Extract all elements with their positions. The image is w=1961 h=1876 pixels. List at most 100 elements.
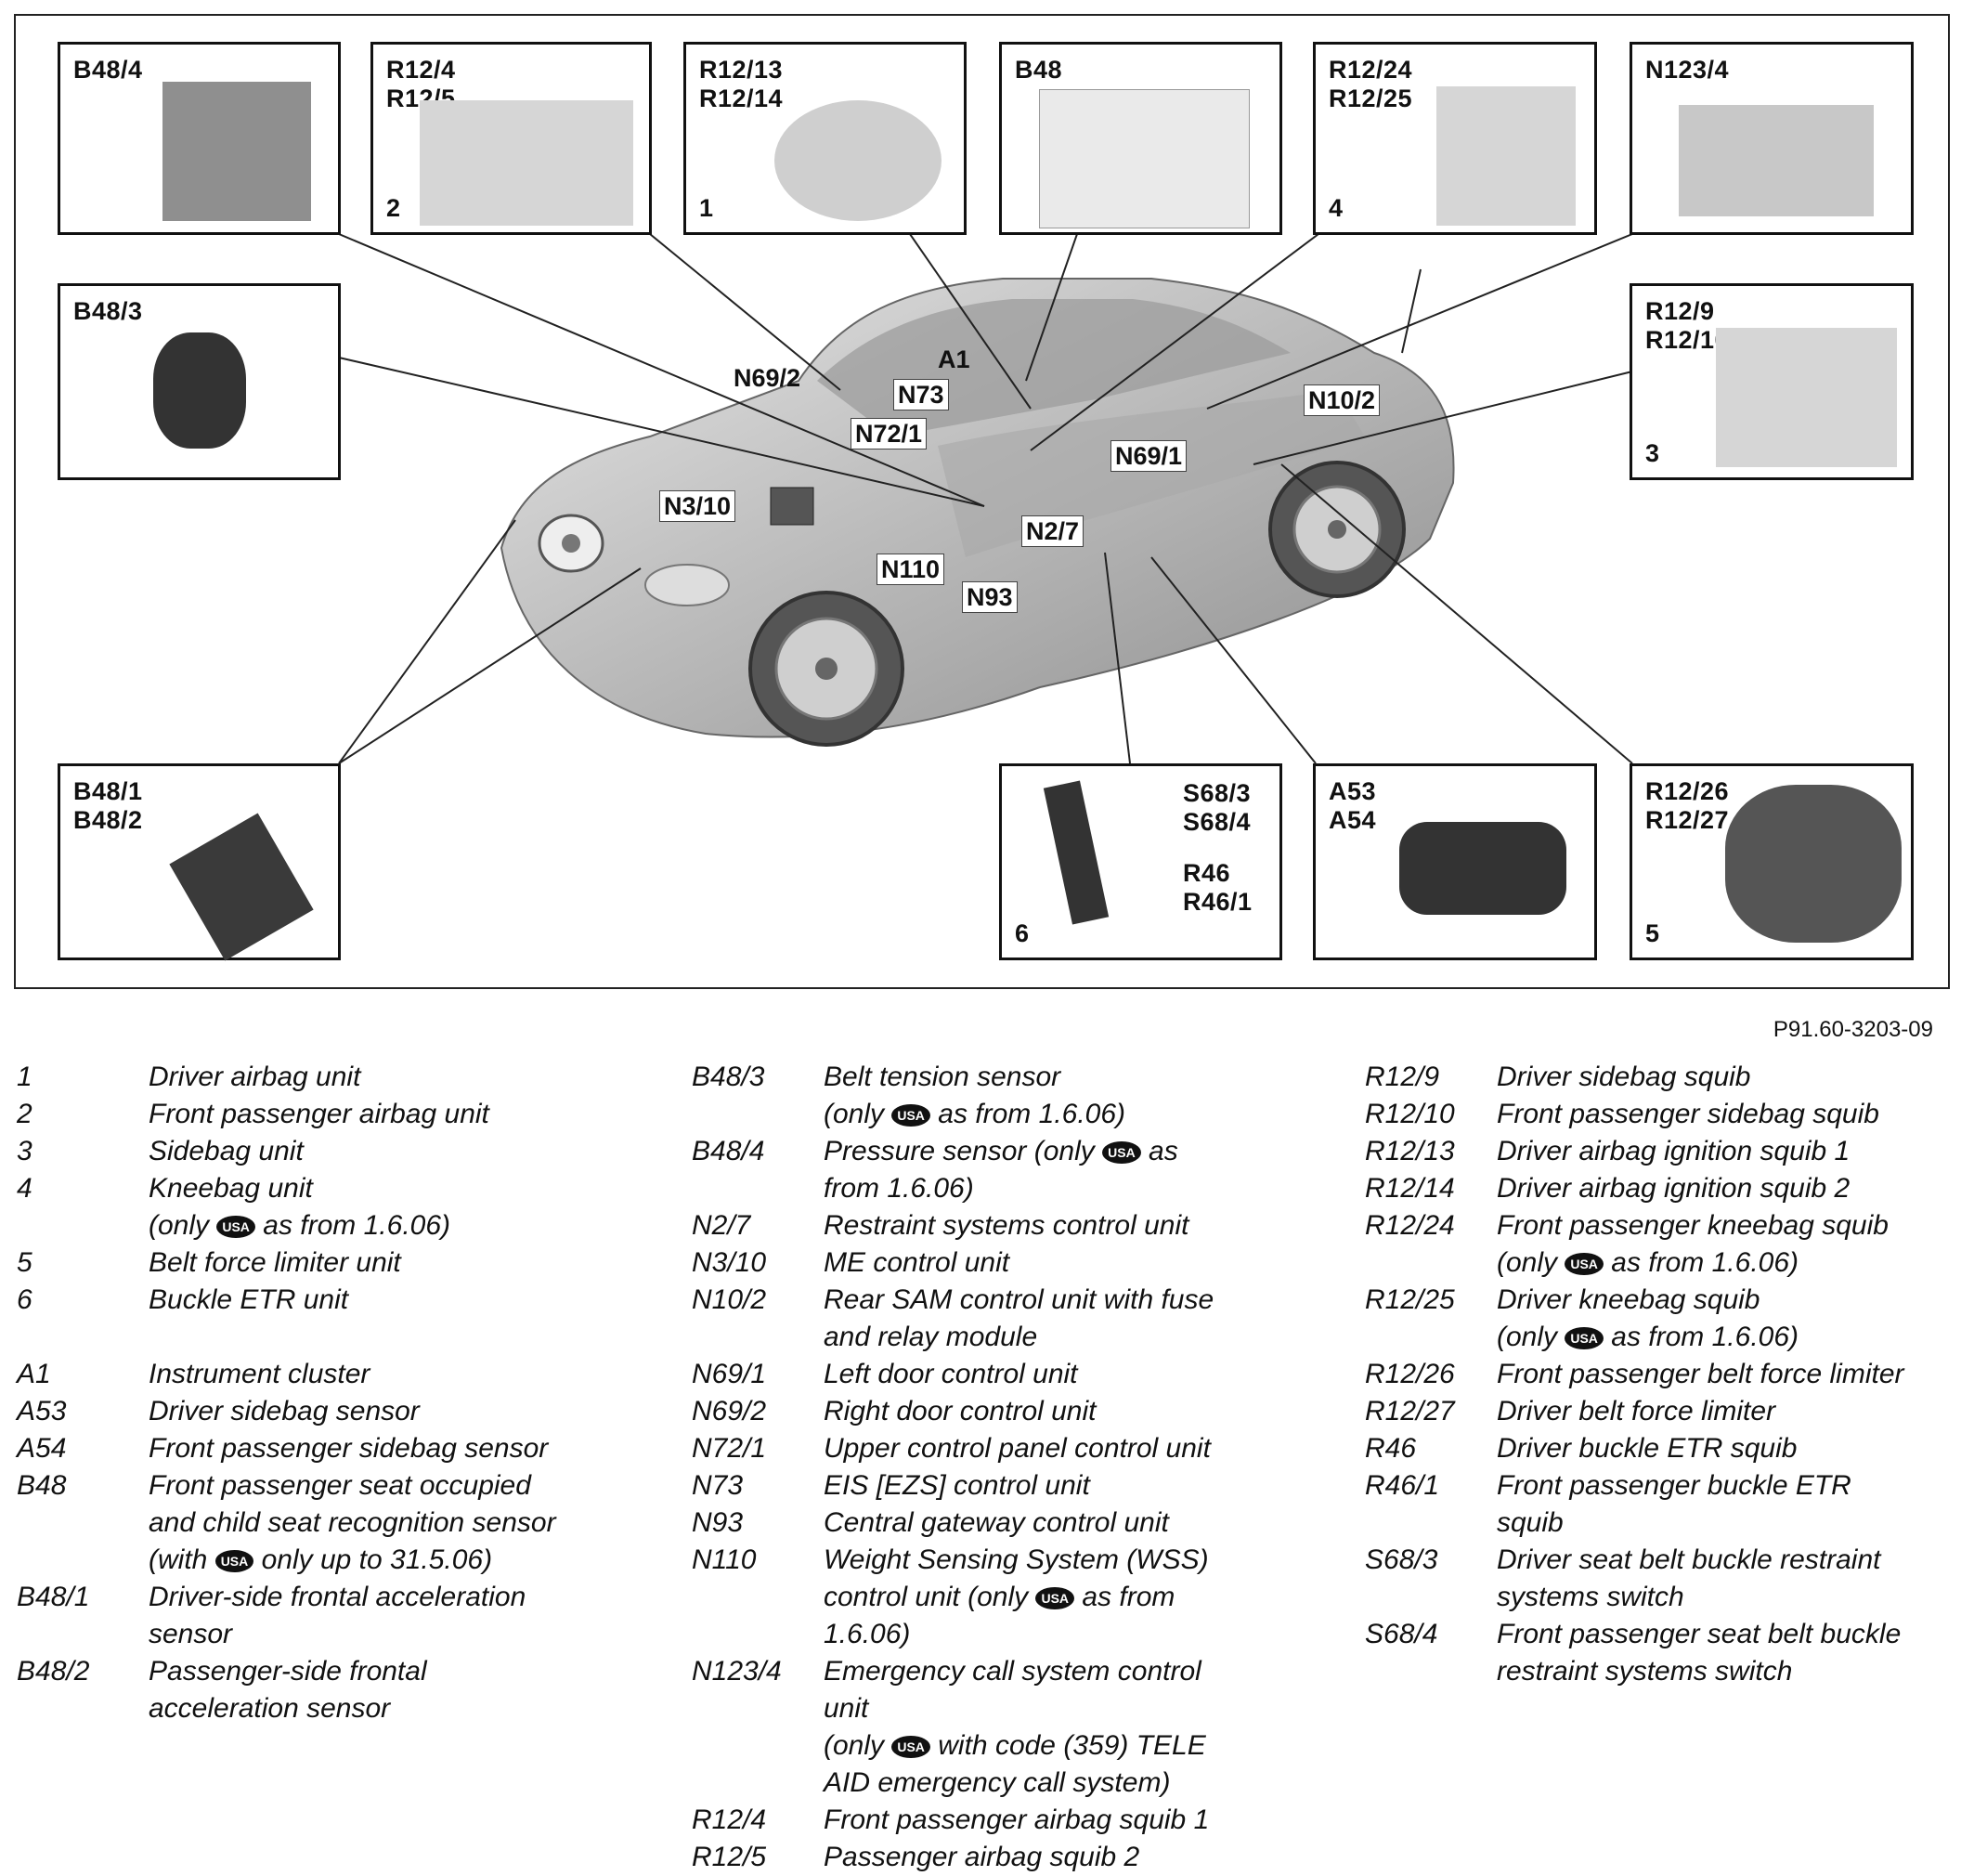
component-image [420, 100, 633, 226]
legend-row: (with USA only up to 31.5.06) [17, 1542, 620, 1579]
component-image [1436, 86, 1576, 226]
component-image [169, 813, 314, 961]
legend-value: Front passenger buckle ETR squib [1497, 1470, 1851, 1538]
usa-badge-icon: USA [891, 1736, 930, 1759]
legend-value: Front passenger seat occupied and child … [149, 1470, 556, 1538]
legend-key: R12/4 [692, 1804, 767, 1835]
component-label: A53 A54 [1329, 777, 1377, 834]
legend-row: 2 Front passenger airbag unit [17, 1096, 620, 1133]
legend-value: Passenger-side frontal acceleration sens… [149, 1656, 427, 1724]
legend-value: Front passenger belt force limiter [1497, 1359, 1904, 1389]
unit-number: 3 [1645, 439, 1660, 467]
component-image [1043, 780, 1110, 925]
legend-value: Instrument cluster [149, 1359, 370, 1389]
legend-key: R12/13 [1365, 1136, 1455, 1166]
usa-badge-icon: USA [216, 1216, 255, 1239]
legend-key: R12/5 [692, 1842, 767, 1872]
legend-value: (only USA as from 1.6.06) [1497, 1247, 1799, 1278]
legend-value: Belt force limiter unit [149, 1247, 401, 1278]
legend-value: AID emergency call system) [824, 1767, 1171, 1798]
legend-key: 3 [17, 1136, 32, 1166]
legend-value: Driver airbag ignition squib 2 [1497, 1173, 1851, 1204]
legend-row: 3 Sidebag unit [17, 1133, 620, 1170]
diagram-lines [338, 233, 1633, 764]
usa-badge-icon: USA [1565, 1253, 1604, 1276]
usa-badge-icon: USA [214, 1550, 254, 1573]
legend-value: ME control unit [824, 1247, 1010, 1278]
legend-row: N110 Weight Sensing System (WSS) [692, 1542, 1295, 1579]
legend-value: Sidebag unit [149, 1136, 304, 1166]
legend-key: N10/2 [692, 1284, 767, 1315]
legend-key: B48/3 [692, 1062, 765, 1092]
car-label-a1: A1 [938, 345, 970, 373]
component-image [1679, 105, 1874, 216]
legend-row: (only USA as from 1.6.06) [17, 1207, 620, 1244]
unit-number: 2 [386, 194, 401, 222]
legend-value: Kneebag unit [149, 1173, 313, 1204]
car-label-n721: N72/1 [851, 418, 928, 449]
legend-key: N123/4 [692, 1656, 782, 1687]
legend-row: B48 Front passenger seat occupied and chi… [17, 1467, 620, 1542]
legend-row: B48/2 Passenger-side frontal acceleration… [17, 1653, 620, 1727]
legend-key: 4 [17, 1173, 32, 1204]
leader-lines [338, 233, 1633, 764]
component-box-r1224: R12/24 R12/25 4 [1313, 42, 1597, 235]
legend-row: (only USA with code (359) TELE [692, 1727, 1295, 1765]
unit-number: 4 [1329, 194, 1344, 222]
legend-row: (only USA as from 1.6.06) [1365, 1244, 1959, 1282]
legend-key: N110 [692, 1544, 757, 1575]
component-box-r1213: R12/13 R12/14 1 [683, 42, 967, 235]
legend-key: B48/2 [17, 1656, 90, 1687]
legend-value: EIS [EZS] control unit [824, 1470, 1090, 1501]
component-image [774, 100, 942, 221]
legend-row: 4 Kneebag unit [17, 1170, 620, 1207]
legend-value: Restraint systems control unit [824, 1210, 1189, 1241]
component-label: B48 [1015, 56, 1063, 84]
legend-value: Driver kneebag squib [1497, 1284, 1760, 1315]
legend-value: Central gateway control unit [824, 1507, 1169, 1538]
car-label-n692: N69/2 [734, 364, 801, 392]
legend-key: R12/26 [1365, 1359, 1455, 1389]
legend-key: 6 [17, 1284, 32, 1315]
car-label-n93: N93 [962, 581, 1018, 613]
legend-value: Buckle ETR unit [149, 1284, 349, 1315]
legend-key: 5 [17, 1247, 32, 1278]
legend-row: (only USA as from 1.6.06) [692, 1096, 1295, 1133]
legend-value: 1.6.06) [824, 1619, 911, 1649]
legend-value: Driver sidebag squib [1497, 1062, 1751, 1092]
component-image [1039, 89, 1250, 228]
component-label: S68/3 S68/4 [1183, 779, 1252, 836]
legend-value: (only USA as from 1.6.06) [824, 1099, 1126, 1129]
component-label: R12/24 R12/25 [1329, 56, 1413, 112]
legend-key: N69/1 [692, 1359, 767, 1389]
component-box-b48: B48 [999, 42, 1282, 235]
legend-value: Pressure sensor (only USA as [824, 1136, 1178, 1166]
legend-value: Front passenger airbag unit [149, 1099, 489, 1129]
legend-key: B48 [17, 1470, 67, 1501]
legend-value: from 1.6.06) [824, 1173, 974, 1204]
legend-key: R12/14 [1365, 1173, 1455, 1204]
legend-value: control unit (only USA as from [824, 1582, 1175, 1612]
figure-reference: P91.60-3203-09 [1773, 1017, 1933, 1042]
legend-row: 6 Buckle ETR unit [17, 1282, 620, 1319]
legend-value: Emergency call system control unit [824, 1656, 1201, 1724]
legend-row: control unit (only USA as from [692, 1579, 1295, 1616]
legend-key: 1 [17, 1062, 32, 1092]
legend-key: 2 [17, 1099, 32, 1129]
usa-badge-icon: USA [1035, 1587, 1075, 1610]
car-label-n691: N69/1 [1110, 440, 1188, 472]
legend-value: Weight Sensing System (WSS) [824, 1544, 1209, 1575]
car-illustration [500, 278, 1455, 747]
